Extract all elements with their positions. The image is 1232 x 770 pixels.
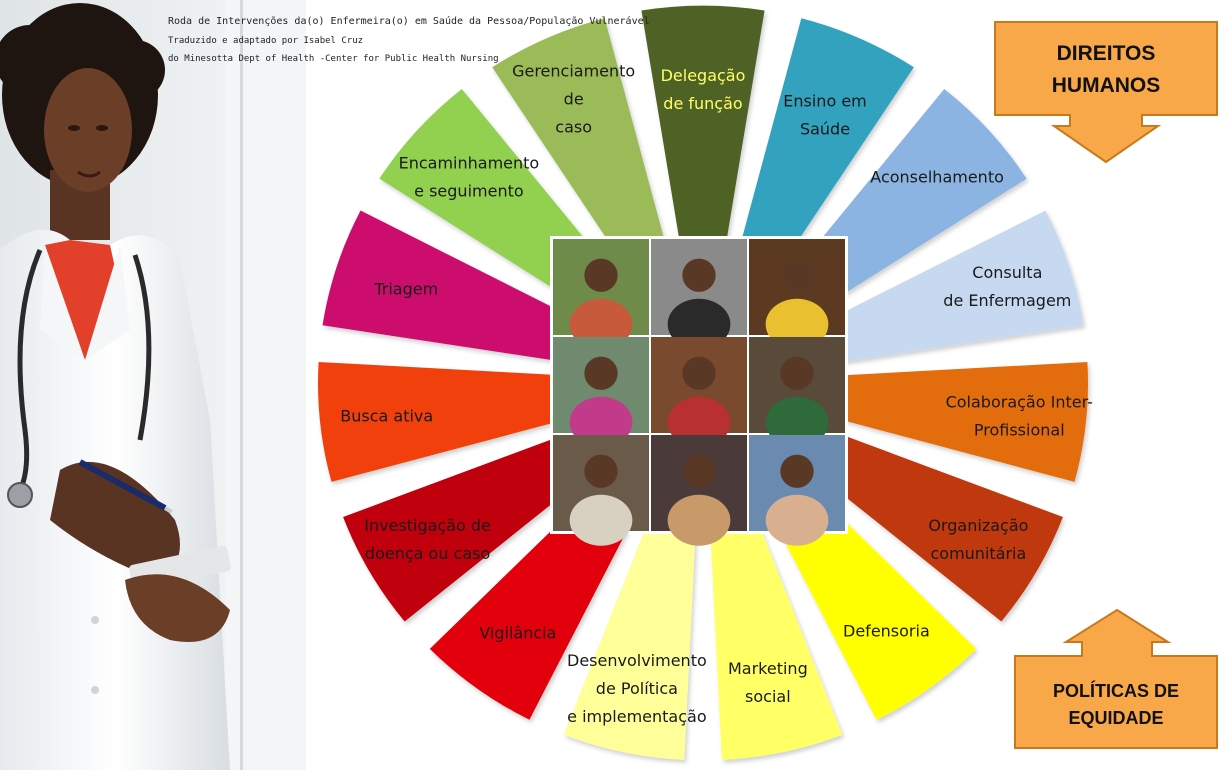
photo-collage xyxy=(550,236,848,546)
credit-line-1: Traduzido e adaptado por Isabel Cruz xyxy=(168,36,364,46)
callout-direitos-line2: HUMANOS xyxy=(1052,74,1161,97)
collage-photo xyxy=(749,239,845,350)
callout-direitos-line1: DIREITOS xyxy=(1057,42,1156,65)
wheel-segment-label-line: Investigação de xyxy=(364,516,491,535)
wheel-segment xyxy=(736,18,914,277)
wheel-segment-label-line: Vigilância xyxy=(479,624,556,643)
collage-photo xyxy=(553,337,649,448)
wheel-labels: Delegação de função Ensino em SaúdeAconselh… xyxy=(340,61,1093,726)
wheel-segment-label-line: de xyxy=(564,89,584,108)
collage-photo xyxy=(749,435,845,546)
wheel-segment xyxy=(641,5,765,258)
wheel-segment-label: Defensoria xyxy=(843,621,930,640)
wheel-segment-label-line: Profissional xyxy=(974,421,1065,440)
wheel-segment-label-line: Busca ativa xyxy=(340,407,433,426)
wheel-segment-label: Aconselhamento xyxy=(870,167,1004,186)
wheel-segment-label-line: Aconselhamento xyxy=(870,167,1004,186)
wheel-segment xyxy=(803,428,1063,622)
wheel-segment-label: Marketing social xyxy=(728,659,808,706)
wheel-segment-label-line: de Política xyxy=(596,679,678,698)
wheel-segment-label-line: e implementação xyxy=(567,707,706,726)
wheel-segment-label: Investigação de doença ou caso xyxy=(364,516,491,563)
callout-politicas-equidade: POLÍTICAS DE EQUIDADE xyxy=(1014,608,1218,749)
wheel-segment xyxy=(343,428,603,622)
wheel-segment-label-line: Gerenciamento xyxy=(512,61,635,80)
wheel-segment xyxy=(563,501,697,760)
wheel-segment-label-line: Saúde xyxy=(800,119,850,138)
wheel-segment-label-line: comunitária xyxy=(930,544,1026,563)
wheel-segment xyxy=(492,18,670,277)
callout-politicas-shape xyxy=(1014,608,1218,749)
wheel-segment-label-line: Ensino em xyxy=(783,91,866,110)
wheel-segment-label-line: Defensoria xyxy=(843,621,930,640)
wheel-segment-label: Desenvolvimento de Política e implementaçã… xyxy=(567,651,707,726)
collage-photo xyxy=(651,239,747,350)
wheel-segment-label: Ensino em Saúde xyxy=(783,91,866,138)
wheel-segment-label-line: Encaminhamento xyxy=(399,153,540,172)
wheel-segment-label-line: Triagem xyxy=(373,280,438,299)
wheel-segment-label-line: e seguimento xyxy=(414,181,523,200)
collage-photo xyxy=(749,337,845,448)
collage-photo xyxy=(553,435,649,546)
wheel-segment xyxy=(828,361,1088,482)
wheel-segment-label: Triagem xyxy=(373,280,438,299)
collage-photo xyxy=(651,337,747,448)
callout-direitos-humanos: DIREITOS HUMANOS xyxy=(994,21,1218,164)
wheel-segment-label: Organização comunitária xyxy=(928,516,1028,563)
wheel-segment-label-line: caso xyxy=(555,117,592,136)
wheel-segment-label-line: doença ou caso xyxy=(365,544,490,563)
wheel-segment-label: Colaboração Inter- Profissional xyxy=(946,393,1093,440)
wheel-segment-label-line: de função xyxy=(663,94,742,113)
wheel-segment-label-line: Consulta xyxy=(972,263,1042,282)
wheel-segment-label-line: de Enfermagem xyxy=(943,291,1071,310)
wheel-segment-label: Consulta de Enfermagem xyxy=(943,263,1071,310)
wheel-segment xyxy=(709,501,843,760)
wheel-segment-label: Encaminhamento e seguimento xyxy=(399,153,540,200)
wheel-segment-label-line: Delegação xyxy=(661,66,746,85)
wheel-segment-label-line: Organização xyxy=(928,516,1028,535)
wheel-segment-label-line: Desenvolvimento xyxy=(567,651,707,670)
wheel-segment xyxy=(317,361,578,482)
diagram-title: Roda de Intervenções da(o) Enfermeira(o)… xyxy=(168,16,650,27)
collage-photo xyxy=(651,435,747,546)
wheel-segment-label: Gerenciamento de caso xyxy=(512,61,635,136)
callout-direitos-shape xyxy=(994,21,1218,164)
wheel-segments xyxy=(317,5,1088,760)
callout-politicas-line2: EQUIDADE xyxy=(1068,708,1163,728)
wheel-segment-label-line: Colaboração Inter- xyxy=(946,393,1093,412)
credit-line-2: do Minesotta Dept of Health -Center for … xyxy=(168,54,499,64)
wheel-segment-label: Busca ativa xyxy=(340,407,433,426)
wheel-segment-label-line: social xyxy=(745,687,791,706)
wheel-segment-label: Vigilância xyxy=(479,624,556,643)
nurse-photo xyxy=(0,0,306,770)
wheel-segment xyxy=(818,210,1084,364)
collage-photo xyxy=(553,239,649,350)
wheel-segment-label-line: Marketing xyxy=(728,659,808,678)
wheel-segment xyxy=(322,210,588,364)
wheel-segment-label: Delegação de função xyxy=(661,66,746,113)
callout-politicas-line1: POLÍTICAS DE xyxy=(1053,680,1179,701)
